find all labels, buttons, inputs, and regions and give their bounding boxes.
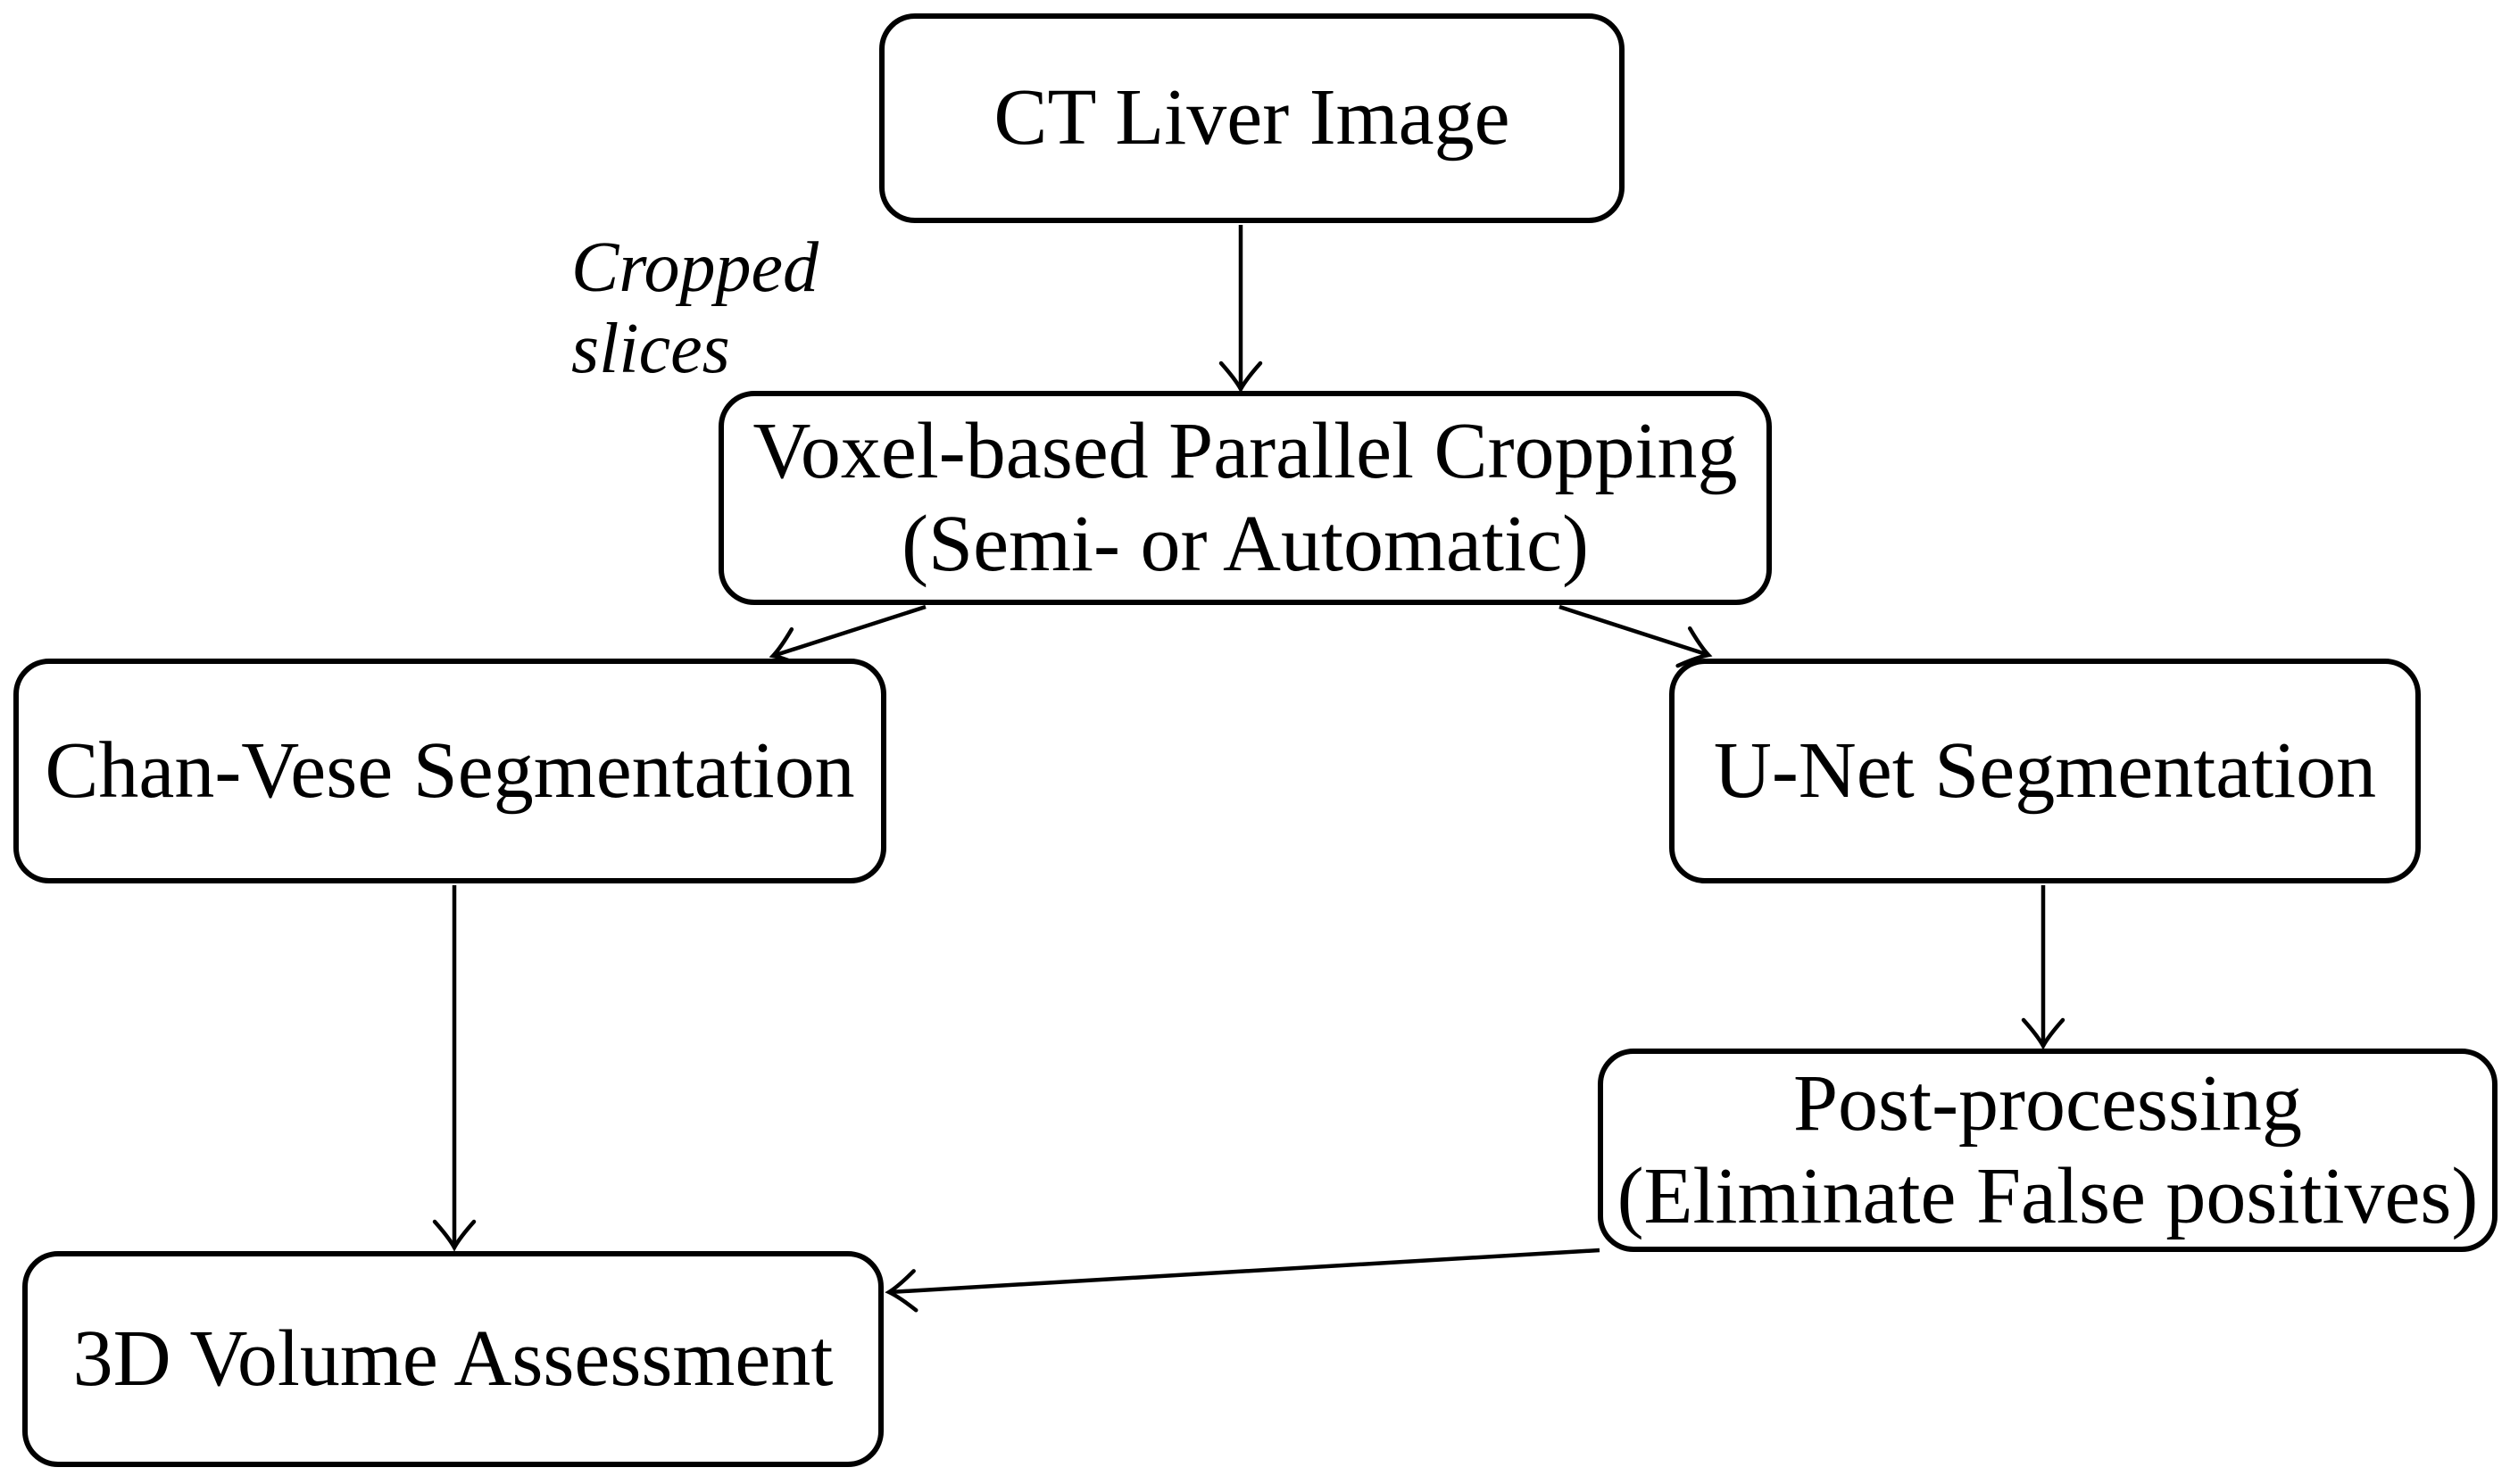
node-voxel-cropping-label: Voxel-based Parallel Cropping (Semi- or … [752,406,1738,588]
node-unet-segmentation-label: U-Net Segmentation [1713,725,2377,815]
node-post-processing: Post-processing (Eliminate False positiv… [1598,1049,2498,1252]
edge-voxel-to-unet [1558,604,1713,668]
edge-voxel-to-chanvese [769,604,927,669]
node-post-processing-label: Post-processing (Eliminate False positiv… [1617,1058,2479,1240]
node-voxel-cropping: Voxel-based Parallel Cropping (Semi- or … [719,391,1772,605]
node-3d-volume-assessment: 3D Volume Assessment [22,1251,884,1467]
edge-label-cropped-slices: Cropped slices [571,228,819,388]
node-unet-segmentation: U-Net Segmentation [1669,659,2421,883]
node-ct-liver-image: CT Liver Image [879,13,1625,223]
node-3d-volume-assessment-label: 3D Volume Assessment [72,1314,834,1403]
node-ct-liver-image-label: CT Liver Image [993,73,1510,162]
node-chan-vese-segmentation: Chan-Vese Segmentation [13,659,886,883]
edge-postprocessing-to-volume [885,1248,1600,1313]
node-chan-vese-segmentation-label: Chan-Vese Segmentation [45,725,855,815]
